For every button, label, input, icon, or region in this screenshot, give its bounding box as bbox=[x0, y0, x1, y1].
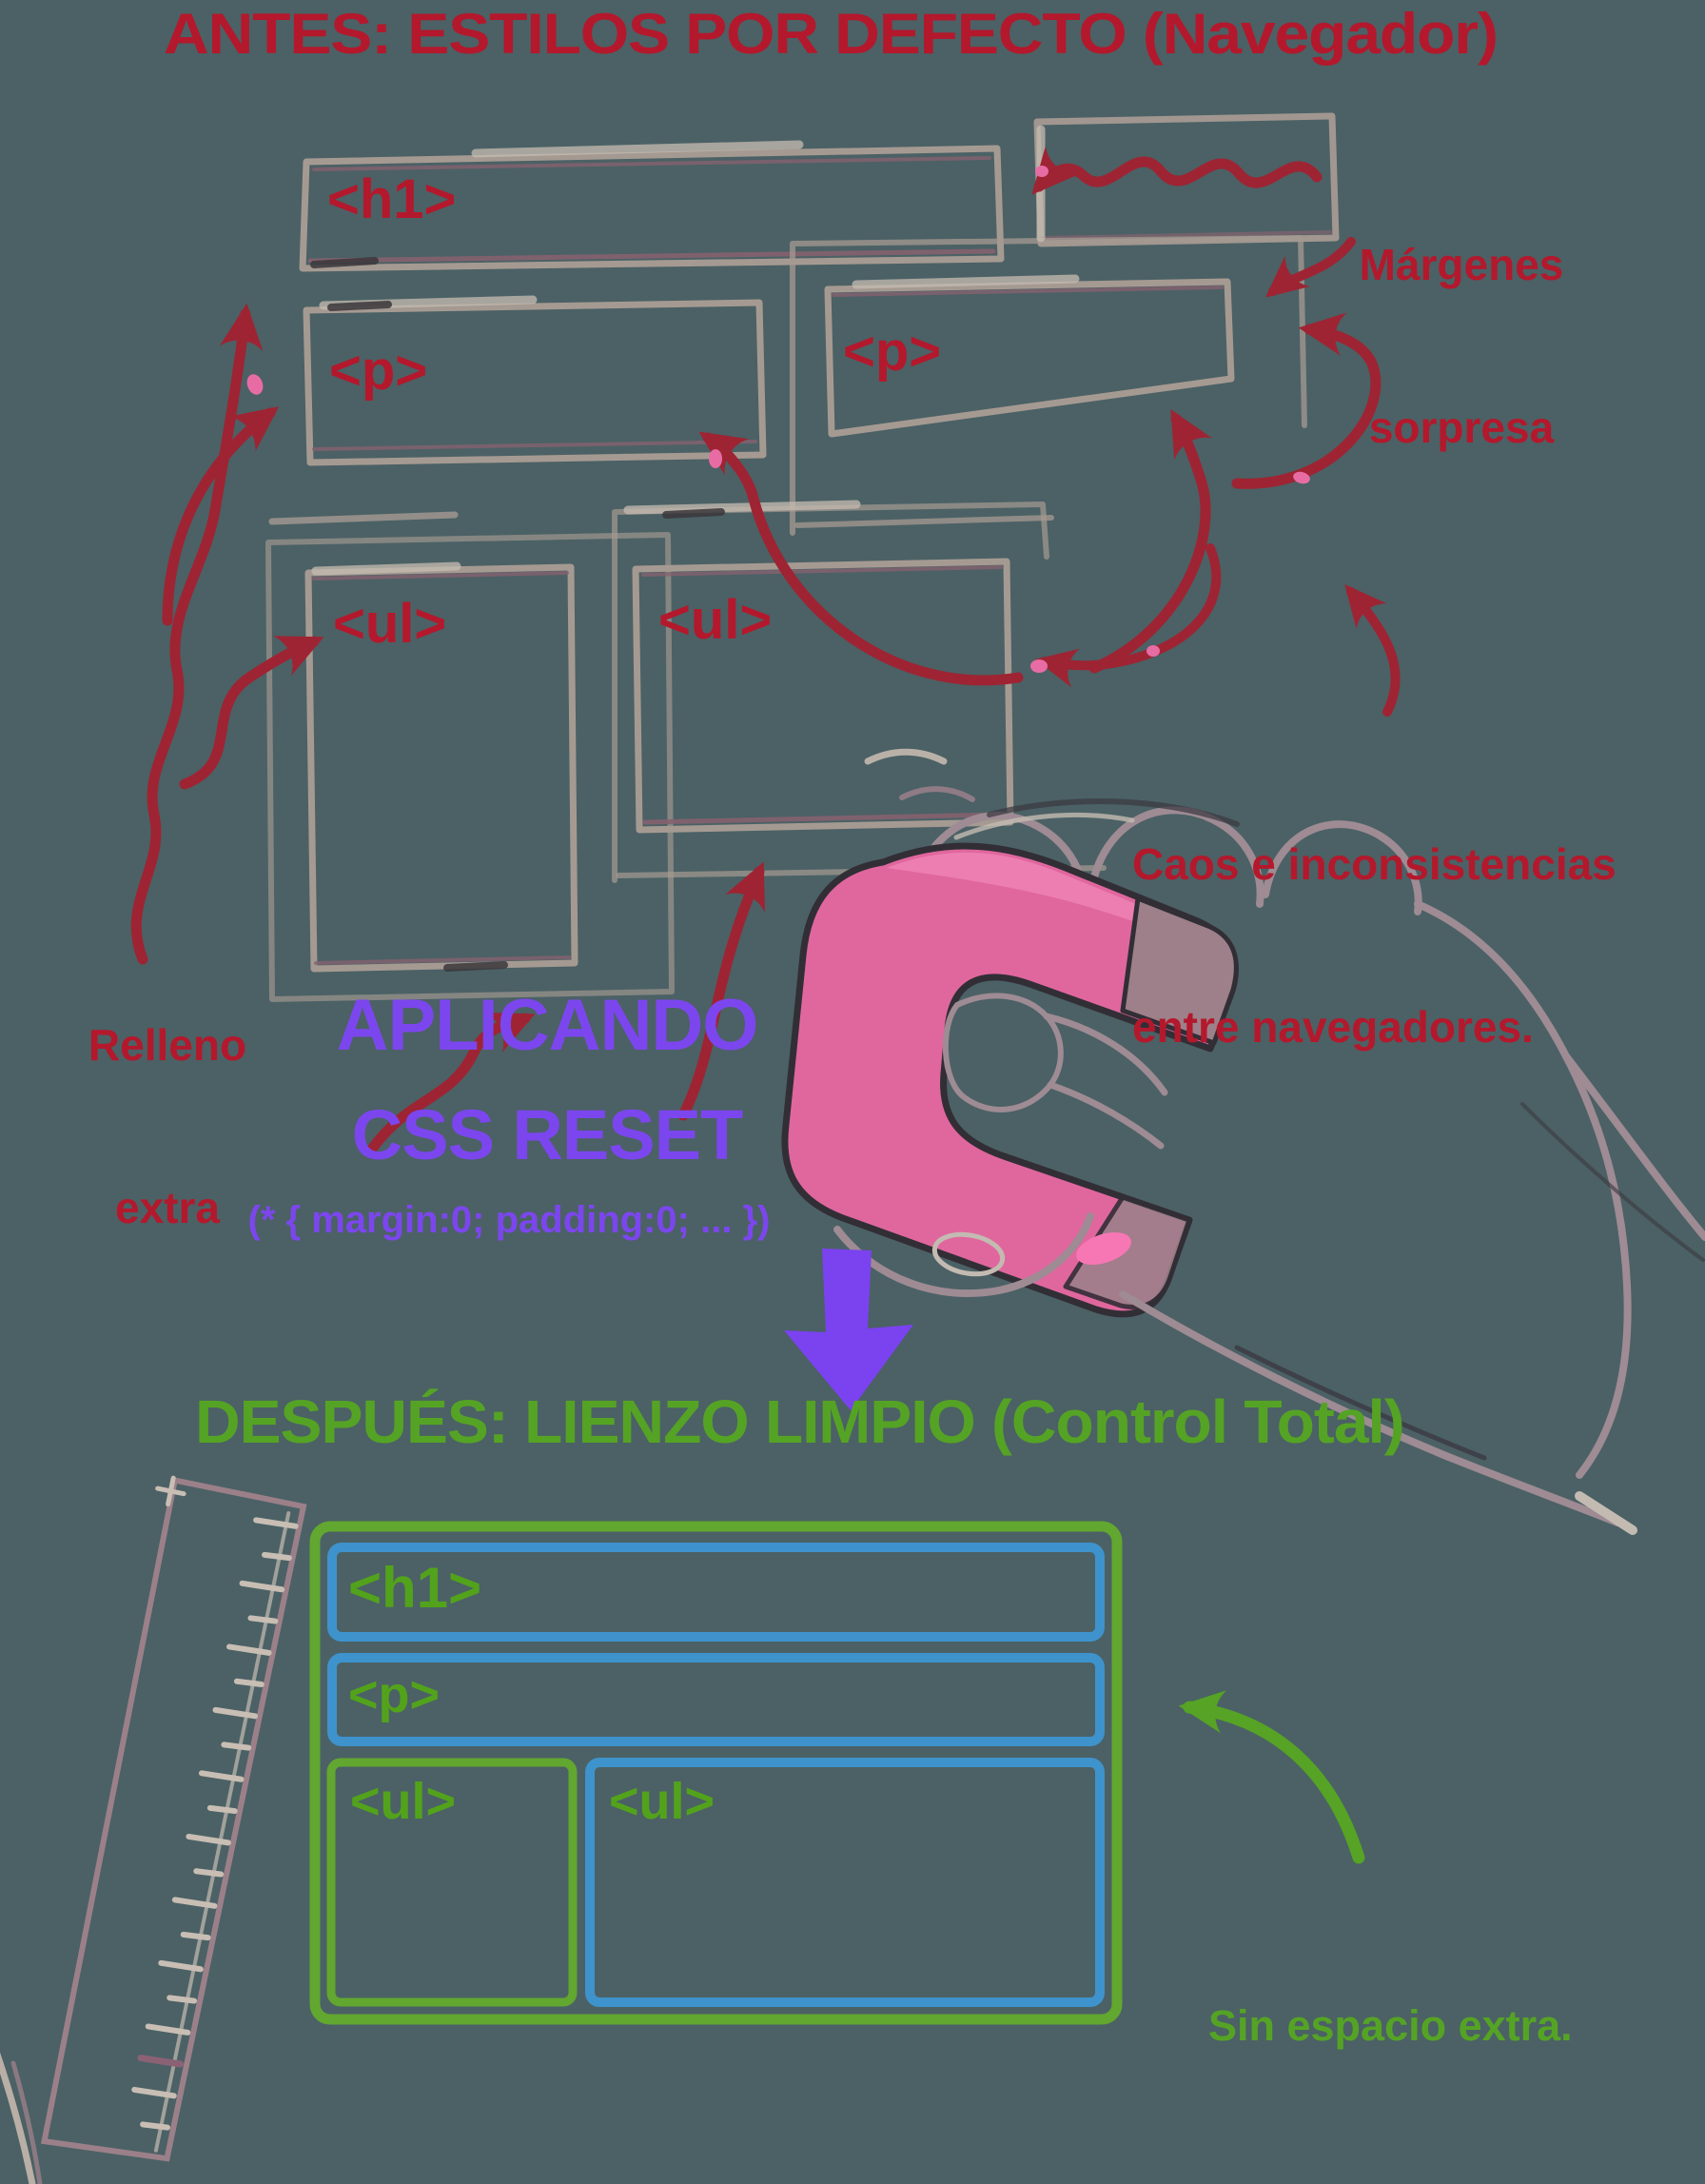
before-annotation-arrows bbox=[130, 146, 1401, 1153]
after-body-box bbox=[309, 1521, 1123, 2025]
collapse-sweep-arrow-icon bbox=[698, 431, 1024, 686]
after-ul-right-tag-label: <ul> bbox=[609, 1773, 715, 1830]
extra-padding-note: Relleno extra bbox=[88, 1020, 247, 1232]
bottom-squiggle-arrow-right-icon bbox=[677, 861, 765, 1121]
pink-smudges bbox=[246, 166, 1310, 673]
browser-chaos-note: Caos e inconsistencias entre navegadores… bbox=[1132, 839, 1617, 1052]
p-left-box-sketch bbox=[303, 299, 767, 466]
chaos-arrow-icon bbox=[1344, 584, 1401, 717]
applying-reset-heading-line2: CSS RESET bbox=[351, 1095, 743, 1174]
corner-ruler-fragment-icon bbox=[0, 2052, 43, 2184]
padding-to-ul-arrow-icon bbox=[179, 636, 324, 790]
before-p-left-tag-label: <p> bbox=[329, 340, 428, 402]
padding-to-h1-arrow-icon bbox=[130, 303, 264, 965]
after-title: DESPUÉS: LIENZO LIMPIO (Control Total) bbox=[195, 1387, 1405, 1456]
hand-with-eraser-illustration bbox=[781, 748, 1705, 1535]
css-reset-down-arrow-icon bbox=[784, 1249, 913, 1410]
after-ul-right-box bbox=[585, 1758, 1105, 2007]
margins-wavy-arrow-icon bbox=[1031, 146, 1323, 195]
after-ul-left-box bbox=[326, 1758, 578, 2007]
before-ul-right-tag-label: <ul> bbox=[658, 589, 773, 651]
bottom-squiggle-arrow-left-icon bbox=[367, 1012, 536, 1153]
margins-down-arrow-icon bbox=[1264, 237, 1356, 298]
before-p-right-tag-label: <p> bbox=[843, 321, 942, 383]
padding-to-p-arrow-icon bbox=[162, 406, 280, 626]
hand-outline bbox=[1414, 900, 1632, 1479]
before-h1-tag-label: <h1> bbox=[327, 168, 457, 230]
eraser-grip-lower bbox=[1063, 1194, 1192, 1309]
after-h1-tag-label: <h1> bbox=[348, 1556, 482, 1620]
motion-lines-icon bbox=[864, 748, 948, 765]
ul-left-container-sketch bbox=[265, 532, 675, 1002]
after-h1-box bbox=[327, 1543, 1105, 1642]
eraser-grip-upper bbox=[1120, 895, 1239, 1046]
p-right-box-sketch bbox=[824, 278, 1235, 438]
reset-code-hint: (* { margin:0; padding:0; ... }) bbox=[247, 1199, 771, 1241]
margins-surprise-note: Márgenes sorpresa bbox=[1359, 240, 1564, 452]
ul-gap-up-arrow-icon bbox=[1088, 409, 1213, 674]
before-title: ANTES: ESTILOS POR DEFECTO (Navegador) bbox=[164, 2, 1499, 66]
after-p-box bbox=[327, 1653, 1105, 1746]
ul-left-box-sketch bbox=[304, 563, 578, 973]
thumb-icon bbox=[833, 1212, 1094, 1297]
h1-box-sketch bbox=[299, 145, 1005, 272]
no-extra-space-arrow-icon bbox=[1178, 1690, 1365, 1864]
after-p-tag-label: <p> bbox=[348, 1666, 441, 1723]
ul-left-point-arrow-icon bbox=[1034, 543, 1222, 688]
ready-to-design-note: Sin espacio extra. ¡Listo para diseñar! bbox=[1208, 2001, 1606, 2184]
index-fingertip-icon bbox=[942, 993, 1064, 1112]
after-clean-boxes bbox=[309, 1521, 1123, 2025]
after-ul-left-tag-label: <ul> bbox=[350, 1773, 457, 1830]
before-ul-left-tag-label: <ul> bbox=[333, 593, 447, 655]
applying-reset-heading-line1: APLICANDO bbox=[336, 985, 759, 1066]
ruler-icon bbox=[40, 1475, 307, 2162]
